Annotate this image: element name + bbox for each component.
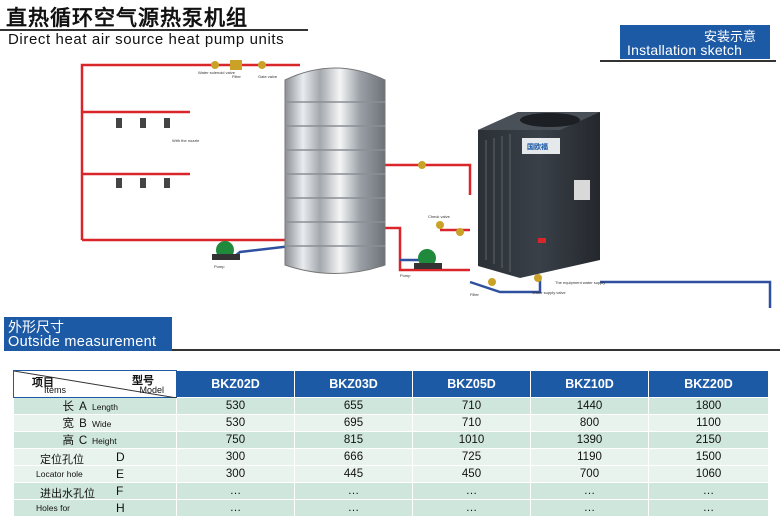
model-header: BKZ05D [412, 370, 531, 398]
table-cell: … [648, 499, 769, 517]
table-cell: 1500 [648, 448, 769, 466]
table-cell: 666 [294, 448, 413, 466]
table-cell: 700 [530, 465, 649, 483]
circulation-pump-right: Pump [400, 249, 442, 278]
title-divider [0, 29, 308, 31]
label-nozzle: With the nozzle [172, 138, 200, 143]
table-cell: 800 [530, 414, 649, 432]
table-cell: … [294, 482, 413, 500]
table-cell: … [412, 482, 531, 500]
table-cell: 1440 [530, 397, 649, 415]
table-cell: 445 [294, 465, 413, 483]
section-title-en: Outside measurement [8, 334, 157, 350]
check-valves: Check valve [418, 161, 464, 236]
outside-measurement-header: 外形尺寸 Outside measurement [4, 317, 172, 351]
supply-valves: Filter Water supply valve The equipment … [470, 274, 605, 297]
label-supply-valve: Water supply valve [532, 290, 566, 295]
table-header-row: 项目 Items 型号 Model BKZ02D BKZ03D BKZ05D B… [13, 370, 769, 398]
table-cell: 710 [412, 397, 531, 415]
table-cell: 450 [412, 465, 531, 483]
table-cell: … [412, 499, 531, 517]
table-cell: 1010 [412, 431, 531, 449]
table-cell: 725 [412, 448, 531, 466]
label-solenoid-valve: Water solenoid valve [198, 70, 236, 75]
installation-sketch-badge: 安装示意 Installation sketch [620, 25, 770, 59]
table-cell: 1390 [530, 431, 649, 449]
corner-diagonal [14, 371, 177, 398]
dimensions-table: 项目 Items 型号 Model BKZ02D BKZ03D BKZ05D B… [13, 370, 769, 517]
corner-items-en: Items [44, 385, 67, 395]
table-cell: … [530, 482, 649, 500]
svg-text:Pump: Pump [400, 273, 411, 278]
corner-items-cn: 项目 [32, 376, 54, 389]
storage-tank [284, 67, 386, 274]
badge-divider [600, 60, 776, 62]
model-header: BKZ03D [294, 370, 413, 398]
table-cell: … [648, 482, 769, 500]
table-cell: 1190 [530, 448, 649, 466]
corner-model-en: Model [139, 385, 164, 395]
label-check-valve: Check valve [428, 214, 451, 219]
section-title-cn: 外形尺寸 [8, 320, 64, 336]
nozzle-taps: With the nozzle [116, 118, 200, 188]
label-gate-valve: Gate valve [258, 74, 278, 79]
table-cell: 695 [294, 414, 413, 432]
corner-model-cn: 型号 [132, 374, 154, 387]
badge-title-cn: 安装示意 [703, 30, 756, 45]
table-corner-cell: 项目 Items 型号 Model [13, 370, 177, 398]
page-title-cn: 直热循环空气源热泵机组 [6, 6, 248, 30]
top-valves: Water solenoid valve Filter Gate valve [198, 60, 278, 79]
table-cell: 300 [176, 448, 295, 466]
installation-diagram: Water solenoid valve Filter Gate valve W… [80, 60, 772, 308]
model-header: BKZ20D [648, 370, 769, 398]
label-equipment-supply: The equipment water supply [555, 280, 605, 285]
badge-title-en: Installation sketch [627, 42, 743, 58]
label-filter: Filter [232, 74, 242, 79]
table-cell: 1060 [648, 465, 769, 483]
table-cell: … [530, 499, 649, 517]
table-cell: 710 [412, 414, 531, 432]
model-header: BKZ10D [530, 370, 649, 398]
table-cell: 1100 [648, 414, 769, 432]
label-filter-bottom: Filter [470, 292, 480, 297]
table-cell: 815 [294, 431, 413, 449]
table-cell: 300 [176, 465, 295, 483]
page-title-en: Direct heat air source heat pump units [8, 31, 285, 48]
model-header: BKZ02D [176, 370, 295, 398]
hot-water-pipes [80, 63, 472, 272]
table-cell: … [294, 499, 413, 517]
table-cell: 1800 [648, 397, 769, 415]
table-cell: … [176, 499, 295, 517]
heat-pump-unit: 国欧福 [478, 112, 600, 278]
svg-text:Pump: Pump [214, 264, 225, 269]
table-cell: 655 [294, 397, 413, 415]
table-cell: … [176, 482, 295, 500]
unit-brand-mark: 国欧福 [527, 142, 548, 151]
circulation-pump-left: Pump [212, 241, 240, 269]
table-cell: 530 [176, 414, 295, 432]
table-cell: 530 [176, 397, 295, 415]
section-divider [172, 349, 780, 351]
table-cell: 750 [176, 431, 295, 449]
table-cell: 2150 [648, 431, 769, 449]
